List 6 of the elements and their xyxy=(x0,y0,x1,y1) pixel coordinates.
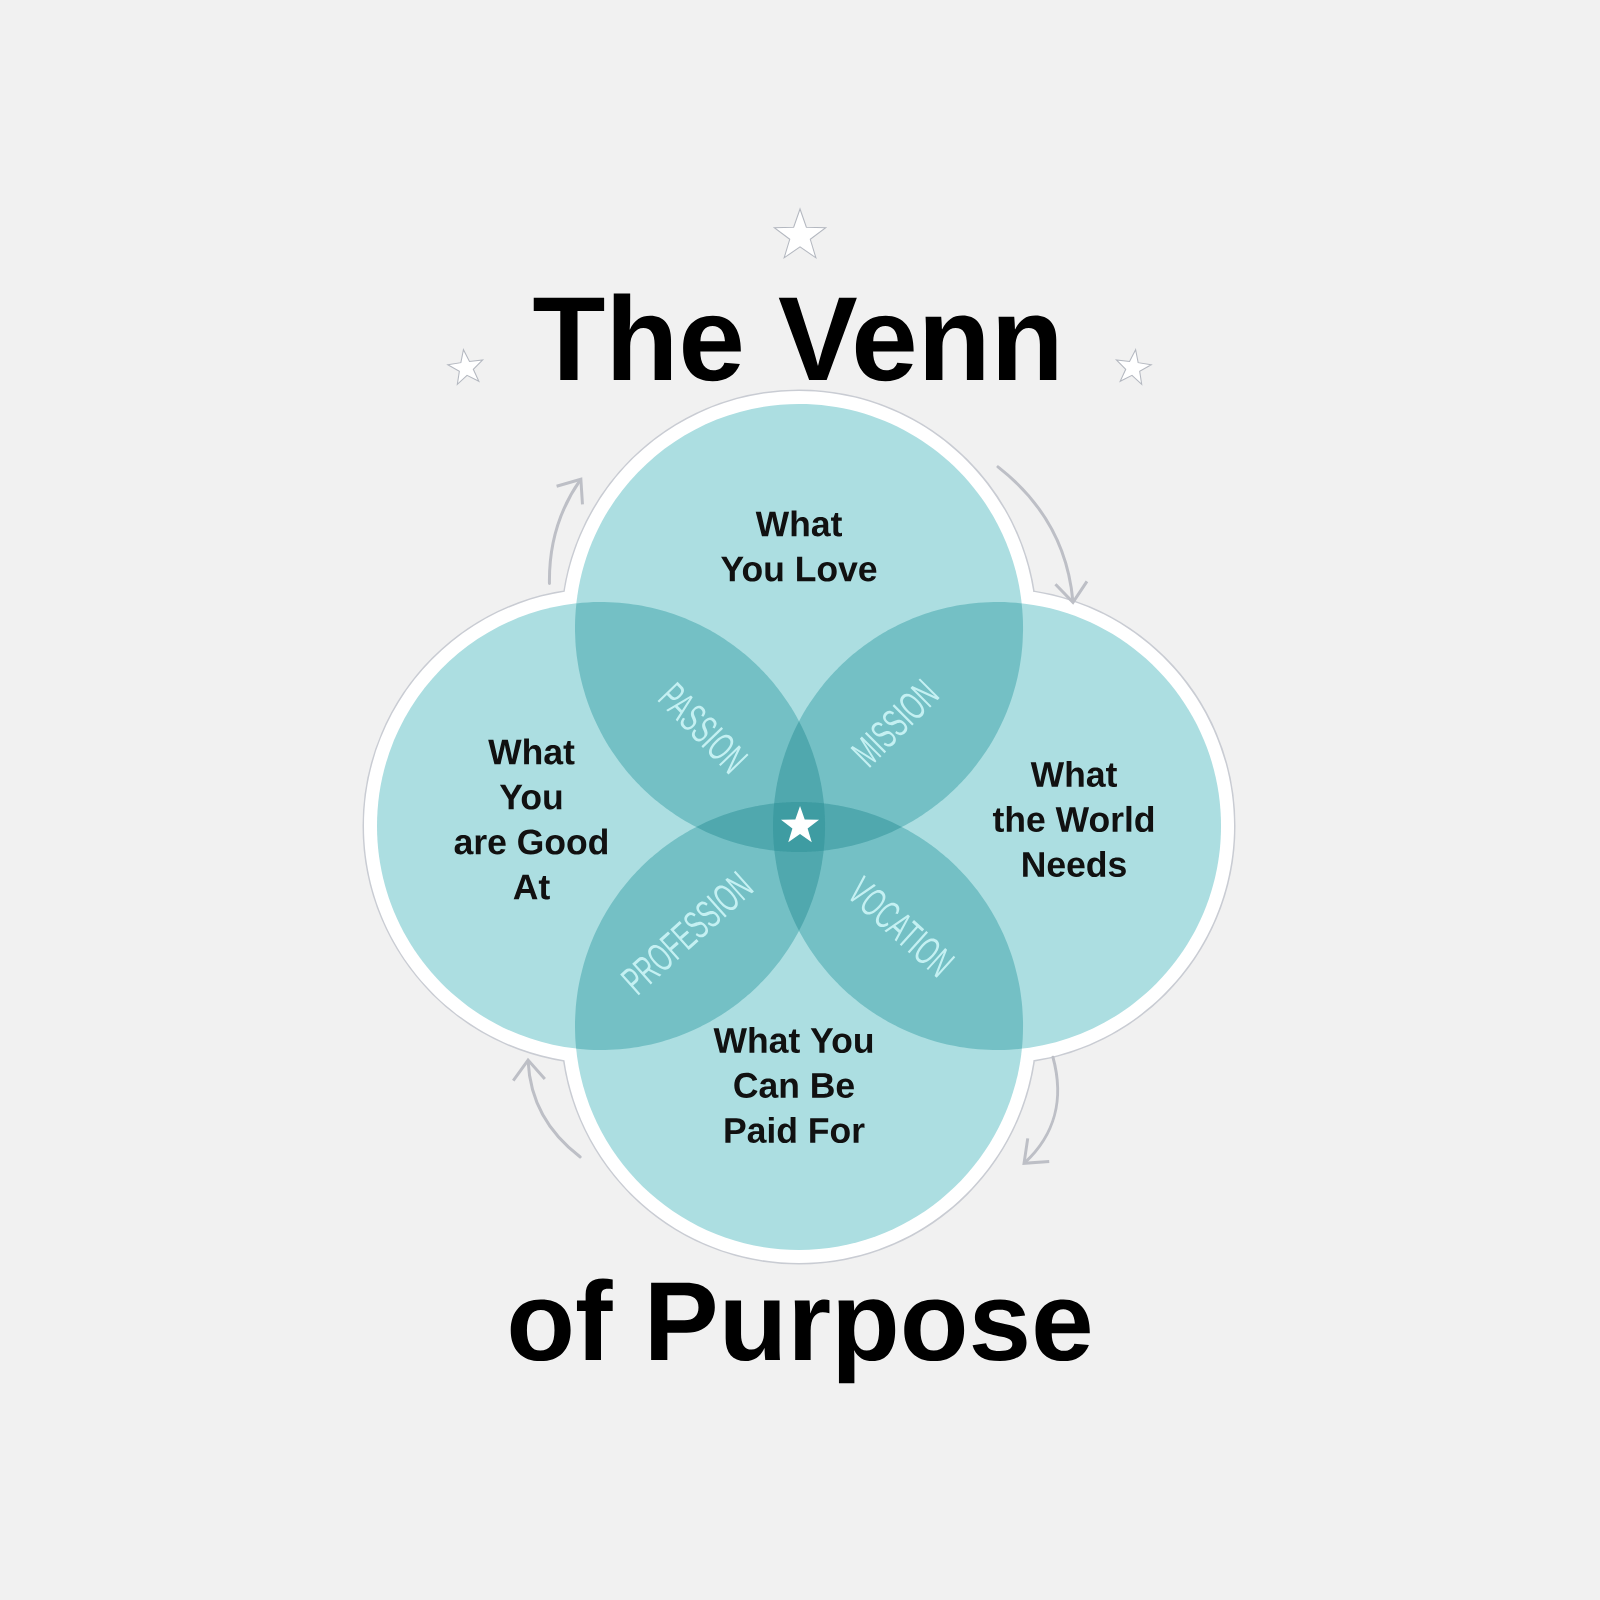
curved-arrow xyxy=(547,477,584,585)
title: The Venn xyxy=(533,293,1057,382)
curved-arrow xyxy=(512,1057,582,1159)
curved-arrow xyxy=(996,465,1089,605)
curved-arrow xyxy=(1022,1055,1060,1165)
subtitle: of Purpose xyxy=(510,1278,1090,1384)
